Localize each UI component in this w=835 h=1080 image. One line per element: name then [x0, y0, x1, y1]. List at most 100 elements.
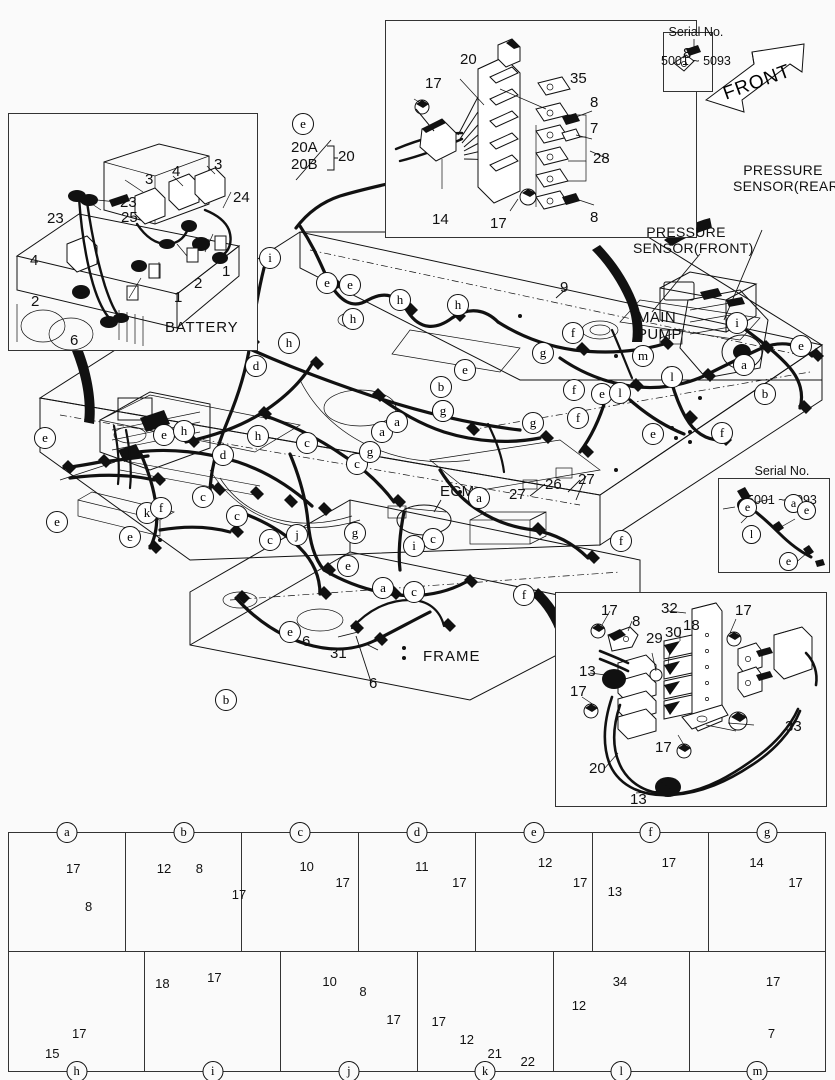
legend-a-num-8: 8	[85, 899, 93, 914]
callout-bubble-i[interactable]: i	[403, 535, 425, 557]
callout-bubble-a[interactable]: a	[372, 577, 394, 599]
legend-cell-m[interactable]: m 17 7	[690, 952, 825, 1080]
callout-bubble-e[interactable]: e	[292, 113, 314, 135]
callout-bubble-c[interactable]: c	[422, 528, 444, 550]
callout-bubble-f[interactable]: f	[567, 407, 589, 429]
fusebox-num-29: 29	[646, 630, 663, 647]
callout-bubble-h[interactable]: h	[173, 420, 195, 442]
legend-cell-k[interactable]: k 17 12 21 22	[418, 952, 554, 1080]
part-num-8-serial-top: 8	[683, 45, 692, 62]
callout-bubble-d[interactable]: d	[245, 355, 267, 377]
callout-bubble-e[interactable]: e	[790, 335, 812, 357]
part-num-20-connector: 20	[460, 51, 477, 68]
legend-l-num-12: 12	[571, 998, 587, 1013]
callout-bubble-c[interactable]: c	[296, 432, 318, 454]
callout-bubble-e[interactable]: e	[46, 511, 68, 533]
fusebox-num-17-b: 17	[735, 602, 752, 619]
callout-bubble-e[interactable]: e	[316, 272, 338, 294]
legend-cell-d[interactable]: d 11 17	[359, 822, 476, 952]
callout-bubble-f[interactable]: f	[563, 379, 585, 401]
legend-cell-i[interactable]: i 18 17	[145, 952, 282, 1080]
callout-bubble-f[interactable]: f	[610, 530, 632, 552]
callout-bubble-c[interactable]: c	[192, 486, 214, 508]
callout-bubble-h[interactable]: h	[247, 425, 269, 447]
callout-bubble-a[interactable]: a	[733, 354, 755, 376]
legend-b-num-8: 8	[195, 861, 203, 876]
callout-bubble-h[interactable]: h	[389, 289, 411, 311]
callout-bubble-l[interactable]: l	[609, 382, 631, 404]
callout-bubble-e[interactable]: e	[119, 526, 141, 548]
legend-cell-e[interactable]: e 12 17	[475, 822, 593, 952]
callout-bubble-f[interactable]: f	[513, 584, 535, 606]
legend-cell-b[interactable]: b 12 8 17	[125, 822, 246, 952]
callout-bubble-j[interactable]: j	[286, 524, 308, 546]
battery-num-24: 24	[233, 189, 250, 206]
legend-cell-j[interactable]: j 10 8 17	[281, 952, 418, 1080]
callout-bubble-h[interactable]: h	[447, 294, 469, 316]
callout-bubble-a[interactable]: a	[386, 411, 408, 433]
callout-bubble-e[interactable]: e	[454, 359, 476, 381]
callout-bubble-e[interactable]: e	[153, 424, 175, 446]
serial-range-text: 5001 ~ 5093	[661, 54, 731, 69]
battery-inset-artwork: .b-ln{fill:none;stroke:#111;stroke-width…	[15, 143, 241, 351]
legend-bubble-f: f	[639, 822, 661, 843]
frame-label: FRAME	[423, 648, 481, 665]
callout-bubble-e[interactable]: e	[591, 383, 613, 405]
main-pump-assembly	[663, 281, 769, 379]
battery-num-1-a: 1	[174, 289, 183, 306]
legend-cell-g[interactable]: g 14 17	[709, 822, 826, 952]
right-connectors	[737, 626, 818, 698]
callout-bubble-e[interactable]: e	[337, 555, 359, 577]
part-num-9: 9	[560, 279, 569, 296]
callout-bubble-h[interactable]: h	[278, 332, 300, 354]
callout-bubble-a[interactable]: a	[468, 487, 490, 509]
legend-k-num-12: 12	[459, 1032, 474, 1047]
callout-bubble-c[interactable]: c	[259, 529, 281, 551]
callout-bubble-g[interactable]: g	[432, 400, 454, 422]
part-num-26: 26	[545, 476, 562, 493]
legend-cell-c[interactable]: c 10 17	[242, 822, 360, 952]
callout-bubble-g[interactable]: g	[532, 342, 554, 364]
callout-bubble-b[interactable]: b	[215, 689, 237, 711]
callout-bubble-e[interactable]: e	[34, 427, 56, 449]
part-num-7-connector: 7	[590, 120, 599, 137]
callout-bubble-h[interactable]: h	[342, 308, 364, 330]
callout-bubble-f[interactable]: f	[562, 322, 584, 344]
callout-bubble-i[interactable]: i	[726, 312, 748, 334]
legend-k-num-17: 17	[431, 1014, 446, 1029]
fusebox-num-30: 30	[665, 624, 682, 641]
callout-bubble-b[interactable]: b	[430, 376, 452, 398]
fusebox-num-17-c: 17	[570, 683, 587, 700]
serial-inset-callout-e[interactable]: e	[738, 498, 757, 517]
legend-e-num-12: 12	[537, 855, 553, 870]
serial-inset-callout-e[interactable]: e	[797, 501, 816, 520]
callout-bubble-f[interactable]: f	[711, 422, 733, 444]
battery-num-3-b: 3	[214, 156, 223, 173]
legend-cell-h[interactable]: h 17 15	[9, 952, 146, 1080]
callout-bubble-d[interactable]: d	[212, 444, 234, 466]
callout-bubble-c[interactable]: c	[226, 505, 248, 527]
callout-bubble-e[interactable]: e	[339, 274, 361, 296]
callout-bubble-e[interactable]: e	[279, 621, 301, 643]
callout-bubble-c[interactable]: c	[403, 581, 425, 603]
callout-bubble-l[interactable]: l	[661, 366, 683, 388]
legend-cell-l[interactable]: l 12 34	[554, 952, 690, 1080]
callout-bubble-e[interactable]: e	[642, 423, 664, 445]
callout-bubble-m[interactable]: m	[632, 345, 654, 367]
serial-inset-callout-e[interactable]: e	[779, 552, 798, 571]
legend-cell-a[interactable]: a 17 8	[9, 822, 126, 952]
callout-bubble-f[interactable]: f	[150, 497, 172, 519]
callout-bubble-g[interactable]: g	[522, 412, 544, 434]
legend-cell-f[interactable]: f 17 13	[592, 822, 710, 952]
serial-inset-callout-l[interactable]: l	[742, 525, 761, 544]
callout-bubble-i[interactable]: i	[259, 247, 281, 269]
legend-bubble-k: k	[474, 1061, 496, 1080]
callout-bubble-g[interactable]: g	[344, 522, 366, 544]
leader-lines	[295, 139, 763, 683]
callout-bubble-b[interactable]: b	[754, 383, 776, 405]
fusebox-num-17-d: 17	[655, 739, 672, 756]
legend-k-num-22: 22	[520, 1054, 535, 1069]
callout-bubble-g[interactable]: g	[359, 441, 381, 463]
legend-f-num-17: 17	[661, 855, 677, 870]
